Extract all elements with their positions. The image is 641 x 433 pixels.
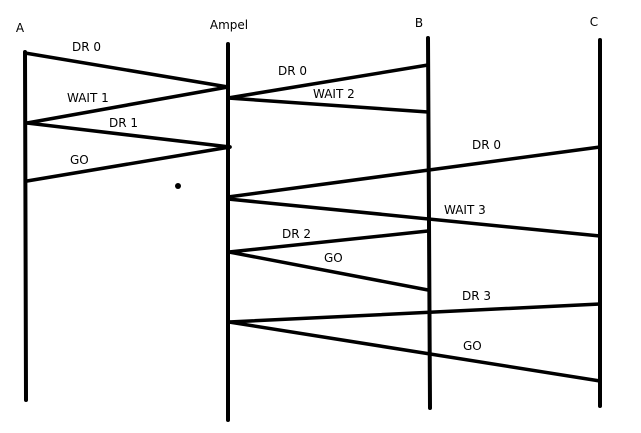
message-line (226, 96, 430, 114)
message-label: GO (70, 153, 89, 167)
message-line (227, 320, 602, 383)
message-line (226, 63, 430, 100)
message-line (227, 302, 602, 324)
message-label: DR 2 (282, 227, 311, 241)
message-line (25, 85, 230, 125)
lifeline-b (426, 36, 432, 410)
participant-label-ampel: Ampel (210, 18, 248, 32)
message-label: WAIT 2 (313, 87, 355, 101)
participant-label-b: B (415, 16, 423, 30)
message-line (25, 121, 232, 149)
message-label: WAIT 3 (444, 203, 486, 217)
message-line (227, 250, 430, 292)
message-label: WAIT 1 (67, 91, 109, 105)
message-label: DR 0 (278, 64, 307, 78)
message-line (25, 145, 232, 183)
lifeline-a (23, 50, 28, 402)
participant-label-a: A (16, 21, 25, 35)
stray-dot (175, 183, 181, 189)
message-line (226, 145, 602, 199)
message-label: DR 0 (72, 40, 101, 54)
message-line (226, 197, 602, 238)
message-line (227, 229, 430, 254)
message-label: GO (463, 339, 482, 353)
message-line (23, 51, 230, 89)
message-label: DR 0 (472, 138, 501, 152)
message-label: GO (324, 251, 343, 265)
message-label: DR 3 (462, 289, 491, 303)
participant-label-c: C (590, 15, 598, 29)
message-label: DR 1 (109, 116, 138, 130)
